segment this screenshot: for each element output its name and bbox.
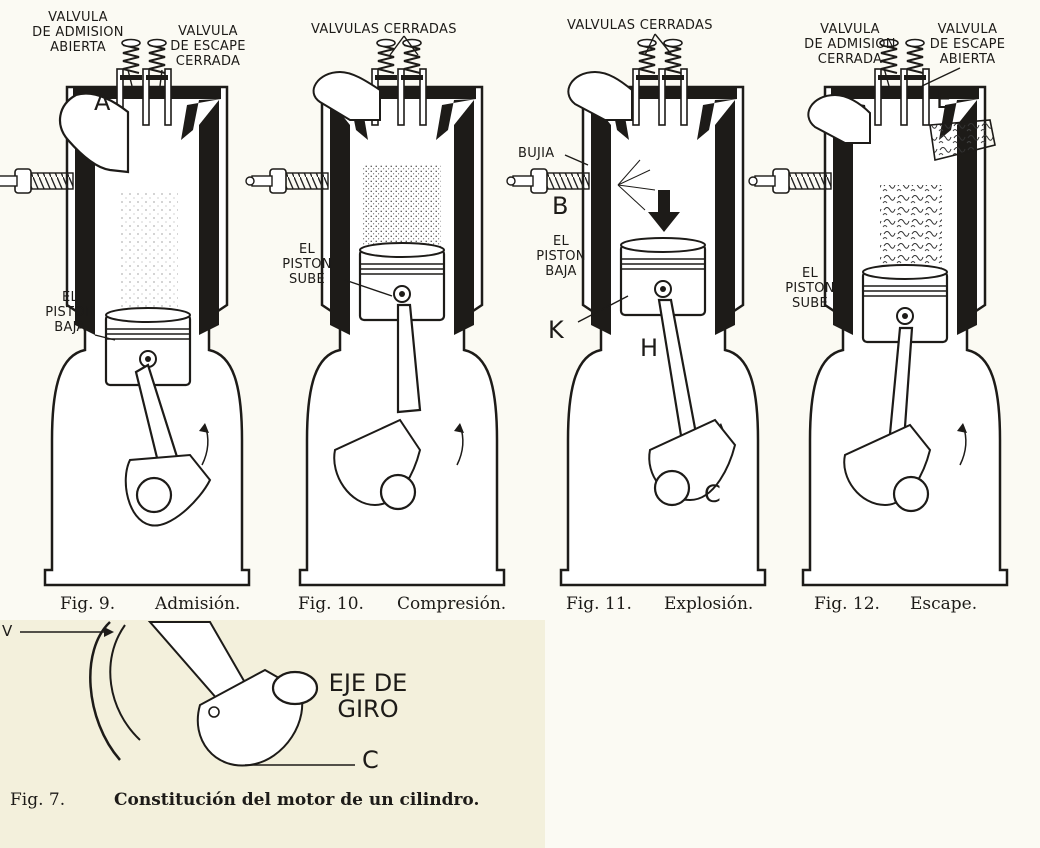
fig9-letter-a: A [94, 88, 111, 116]
fig11-letter-c: C [704, 480, 721, 508]
fig7-axis-label: EJE DE GIRO [328, 669, 408, 723]
fig9-piston-label: EL PISTON BAJA [45, 290, 95, 335]
pointer-lines [94, 33, 961, 341]
fig7-crank [20, 621, 355, 767]
fig11-caption-title: Explosión. [664, 594, 754, 614]
fig7-letter-c: C [362, 746, 379, 774]
fig7-caption-title: Constitución del motor de un cilindro. [114, 790, 480, 810]
fig12-exhaust-valve-label: VALVULA DE ESCAPE ABIERTA [929, 22, 1006, 67]
fig11-letter-b: B [552, 192, 569, 220]
fig7-letter-v: V [2, 622, 13, 640]
fig12-intake-valve-label: VALVULA DE ADMISION CERRADA [804, 22, 896, 67]
fig10-caption-number: Fig. 10. [298, 594, 364, 614]
fig11-valves-label: VALVULAS CERRADAS [567, 18, 713, 33]
fig11-spark-plug-label: BUJIA [518, 146, 555, 161]
fig11-caption-number: Fig. 11. [566, 594, 632, 614]
fig10-valves-label: VALVULAS CERRADAS [311, 22, 457, 37]
fig9-engine [0, 38, 251, 587]
fig10-piston-label: EL PISTON SUBE [282, 242, 332, 287]
fig9-exhaust-valve-label: VALVULA DE ESCAPE CERRADA [170, 24, 246, 69]
fig9-intake-valve-label: VALVULA DE ADMISION ABIERTA [32, 10, 124, 55]
fig11-engine [505, 38, 767, 587]
fig10-caption-title: Compresión. [397, 594, 507, 614]
fig9-caption-number: Fig. 9. [60, 594, 116, 614]
fig7-caption-number: Fig. 7. [10, 790, 66, 810]
fig10-engine [244, 38, 506, 587]
fig12-engine [747, 38, 1009, 587]
fig12-caption-title: Escape. [910, 594, 978, 614]
fig11-letter-k: K [548, 316, 564, 344]
fig11-piston-label: EL PISTON BAJA [536, 234, 586, 279]
fig9-caption-title: Admisión. [155, 594, 241, 614]
fig12-letter-e: E [936, 86, 952, 114]
fig12-piston-label: EL PISTON SUBE [785, 266, 835, 311]
fig11-letter-h: H [640, 334, 659, 362]
fig12-caption-number: Fig. 12. [814, 594, 880, 614]
